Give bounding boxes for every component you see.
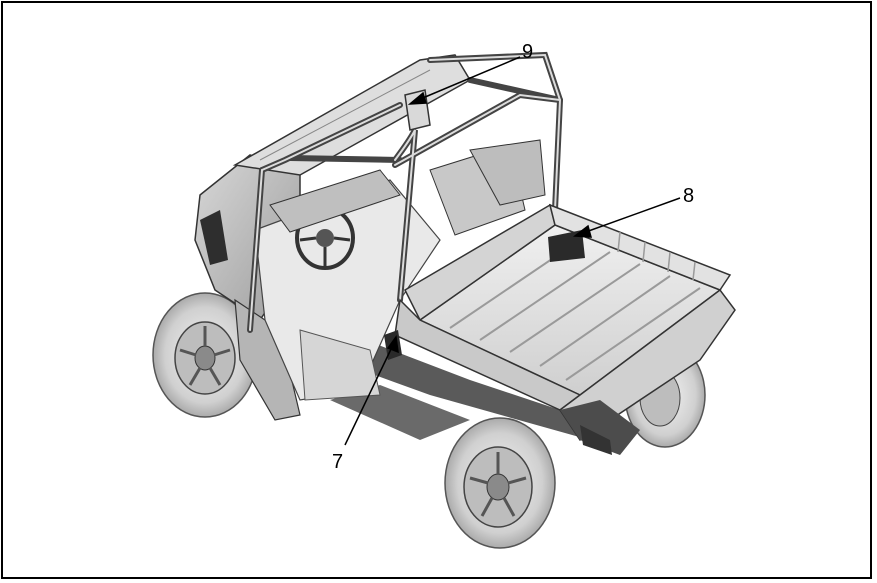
- roof-panel: [232, 54, 472, 176]
- rear-chassis: [560, 400, 640, 455]
- leader-lines: [344, 56, 681, 446]
- front-left-wheel: [152, 292, 258, 418]
- leader-line-8: [582, 197, 681, 234]
- callout-label-7: 7: [332, 451, 344, 473]
- leader-line-9: [417, 56, 521, 101]
- rear-left-wheel: [444, 417, 556, 549]
- arrowhead-7: [386, 335, 399, 354]
- callout-label-9: 9: [522, 41, 534, 63]
- callout-label-8: 8: [683, 185, 695, 207]
- cab-interior: [254, 139, 546, 401]
- dashboard: [269, 169, 401, 233]
- arrowhead-9: [407, 91, 427, 105]
- cargo-bed: [394, 203, 736, 442]
- leader-line-7: [344, 344, 394, 446]
- arrowhead-8: [572, 224, 592, 238]
